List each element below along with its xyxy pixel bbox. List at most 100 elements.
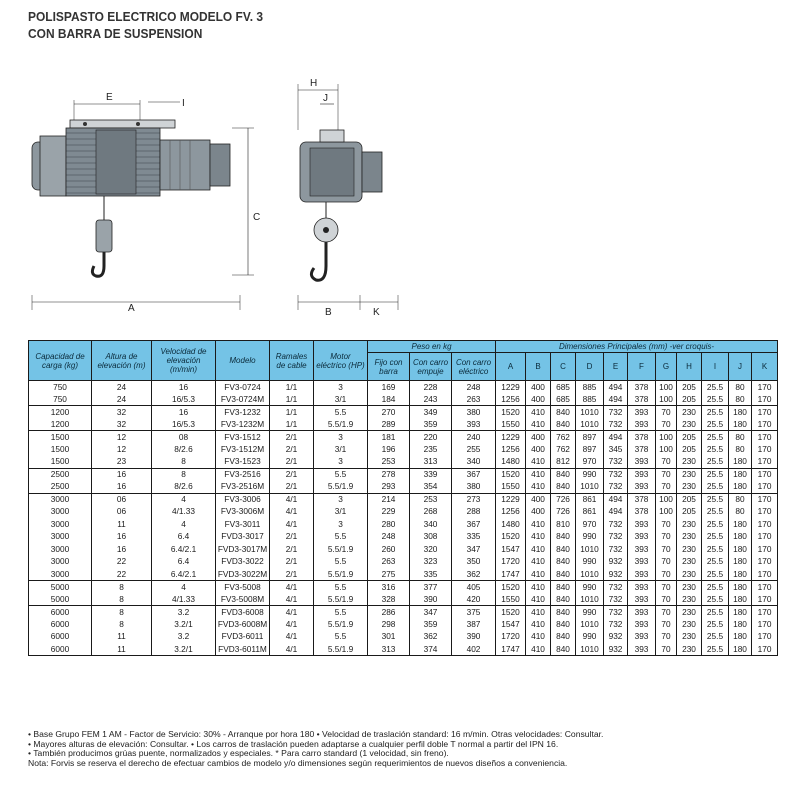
table-cell: 8 <box>91 618 152 631</box>
table-cell: 180 <box>728 543 752 556</box>
table-cell: 1520 <box>495 580 526 593</box>
table-cell: 393 <box>627 467 656 481</box>
table-cell: 762 <box>550 430 576 443</box>
table-cell: 3 <box>313 492 368 506</box>
table-cell: 180 <box>728 467 752 481</box>
table-cell: 400 <box>525 505 551 518</box>
table-cell: FV3-1232 <box>215 405 270 418</box>
table-cell: 410 <box>525 593 551 606</box>
table-cell: FV3-3006 <box>215 492 270 506</box>
table-cell: 1010 <box>575 643 604 656</box>
table-cell: 1520 <box>495 530 526 543</box>
table-cell: 70 <box>655 480 677 493</box>
table-cell: 347 <box>409 605 452 618</box>
table-cell: 840 <box>550 630 576 643</box>
table-cell: 377 <box>409 580 452 593</box>
table-cell: 8 <box>91 605 152 618</box>
table-cell: 16/5.3 <box>151 393 216 406</box>
table-cell: FVD3-6008 <box>215 605 270 618</box>
table-cell: 25.5 <box>701 555 729 568</box>
table-cell: 762 <box>550 443 576 456</box>
table-cell: 340 <box>451 455 496 468</box>
table-cell: 970 <box>575 455 604 468</box>
table-cell: 25.5 <box>701 393 729 406</box>
table-cell: 180 <box>728 630 752 643</box>
table-cell: 220 <box>409 430 452 443</box>
table-cell: 4 <box>151 518 216 531</box>
table-cell: 1520 <box>495 405 526 418</box>
table-cell: 180 <box>728 518 752 531</box>
table-cell: 732 <box>603 405 628 418</box>
table-cell: 726 <box>550 492 576 506</box>
table-cell: 25.5 <box>701 505 729 518</box>
table-cell: 08 <box>151 430 216 443</box>
table-cell: 100 <box>655 492 677 506</box>
table-cell: 1010 <box>575 593 604 606</box>
table-cell: 25.5 <box>701 443 729 456</box>
table-cell: 494 <box>603 380 628 393</box>
table-cell: 25.5 <box>701 380 729 393</box>
table-cell: 2/1 <box>269 555 314 568</box>
note-2: • Mayores alturas de elevación: Consulta… <box>28 738 559 749</box>
table-cell: 170 <box>750 605 779 618</box>
table-cell: 375 <box>451 605 496 618</box>
header-dimensiones: Dimensiones Principales (mm) -ver croqui… <box>494 340 779 353</box>
label-h: H <box>310 78 317 89</box>
table-cell: 393 <box>627 480 656 493</box>
table-cell: 990 <box>575 580 604 593</box>
table-cell: 5.5/1.9 <box>313 618 368 631</box>
table-cell: 180 <box>728 418 752 431</box>
table-cell: 932 <box>603 555 628 568</box>
table-cell: 4/1.33 <box>151 505 216 518</box>
table-cell: 1547 <box>495 618 526 631</box>
table-cell: 230 <box>676 555 702 568</box>
table-cell: 349 <box>409 405 452 418</box>
table-cell: 70 <box>655 568 677 581</box>
table-cell: 840 <box>550 555 576 568</box>
table-cell: 214 <box>367 492 410 506</box>
table-cell: 270 <box>367 405 410 418</box>
table-cell: 410 <box>525 568 551 581</box>
table-cell: 750 <box>28 380 92 393</box>
table-cell: 3000 <box>28 568 92 581</box>
table-cell: 1500 <box>28 443 92 456</box>
table-cell: 1/1 <box>269 393 314 406</box>
table-cell: 6000 <box>28 605 92 618</box>
table-cell: 170 <box>750 455 779 468</box>
table-cell: 393 <box>627 555 656 568</box>
table-cell: 732 <box>603 593 628 606</box>
header-peso-electrico: Con carro eléctrico <box>451 352 496 381</box>
table-cell: 1200 <box>28 418 92 431</box>
table-cell: 06 <box>91 505 152 518</box>
table-cell: 840 <box>550 568 576 581</box>
label-b: B <box>325 307 332 318</box>
table-cell: 390 <box>409 593 452 606</box>
table-cell: 5.5 <box>313 580 368 593</box>
header-modelo: Modelo <box>215 340 270 381</box>
table-cell: 5.5 <box>313 555 368 568</box>
table-cell: 410 <box>525 643 551 656</box>
table-cell: 5.5/1.9 <box>313 480 368 493</box>
table-cell: 184 <box>367 393 410 406</box>
table-cell: 1229 <box>495 430 526 443</box>
table-cell: 25.5 <box>701 418 729 431</box>
table-cell: 5000 <box>28 580 92 593</box>
table-cell: 181 <box>367 430 410 443</box>
table-cell: 732 <box>603 455 628 468</box>
table-cell: FV3-1232M <box>215 418 270 431</box>
table-cell: 732 <box>603 418 628 431</box>
table-cell: 170 <box>750 380 779 393</box>
table-cell: 3000 <box>28 555 92 568</box>
table-cell: 1550 <box>495 418 526 431</box>
table-cell: 100 <box>655 443 677 456</box>
label-a: A <box>128 303 135 314</box>
table-cell: 1256 <box>495 443 526 456</box>
table-cell: FV3-3006M <box>215 505 270 518</box>
header-dim-j: J <box>728 352 752 381</box>
table-cell: 359 <box>409 418 452 431</box>
header-dim-d: D <box>575 352 604 381</box>
table-cell: 308 <box>409 530 452 543</box>
table-cell: 70 <box>655 530 677 543</box>
